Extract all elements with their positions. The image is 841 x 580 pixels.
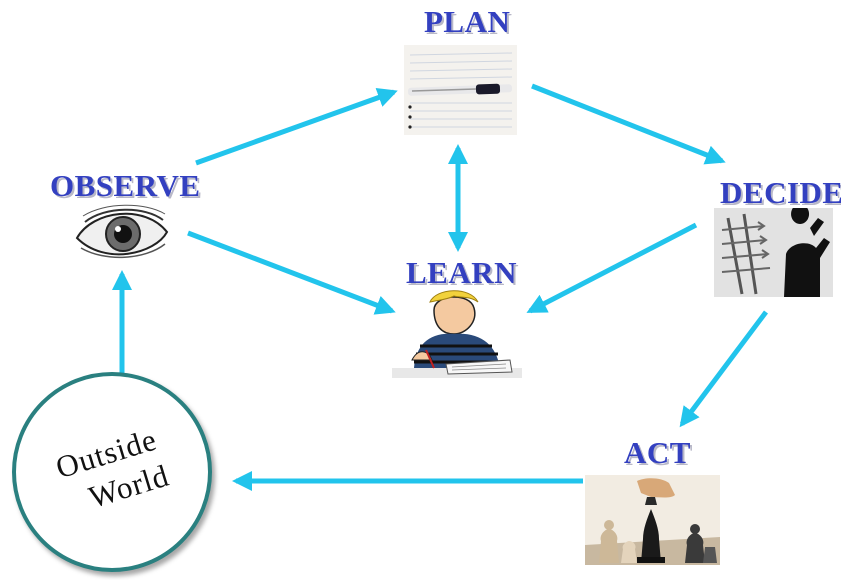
thinking-silhouette-icon — [714, 208, 833, 297]
arrow-plan-to-decide — [531, 83, 726, 165]
notepad-pen-icon — [404, 45, 517, 135]
outside-world-label: Outside World — [9, 408, 215, 537]
decide-label: DECIDE — [720, 175, 841, 210]
chess-pieces-icon — [585, 475, 720, 565]
arrow-decide-to-act — [679, 310, 768, 428]
act-label: ACT — [624, 435, 691, 470]
eye-icon — [75, 204, 169, 258]
learn-label: LEARN — [406, 255, 518, 290]
arrow-observe-to-plan — [195, 87, 398, 166]
observe-label: OBSERVE — [50, 168, 201, 203]
arrow-decide-to-learn — [526, 222, 698, 314]
outside-world-circle: Outside World — [12, 372, 212, 572]
boy-writing-icon — [392, 290, 522, 378]
plan-label: PLAN — [424, 4, 511, 39]
arrow-observe-to-learn — [187, 230, 396, 315]
